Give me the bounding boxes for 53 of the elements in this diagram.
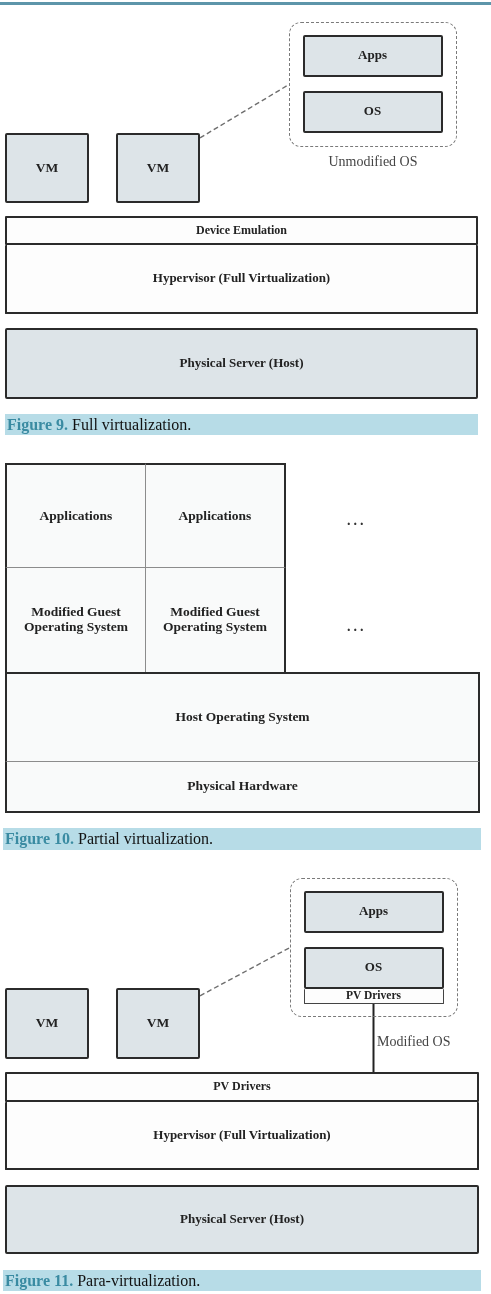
dashed-line [199, 946, 291, 997]
figure-caption: Figure 11. Para-virtualization. [3, 1270, 481, 1291]
ellipsis: ... [347, 513, 367, 529]
ellipsis: ... [347, 619, 367, 635]
box-label: VM [35, 1016, 59, 1031]
stack-layer [5, 568, 146, 672]
component-box [302, 34, 443, 77]
box-label: VM [146, 160, 170, 176]
box-label: Modified Guest Operating System [23, 605, 129, 635]
stack-layer [5, 463, 146, 568]
box-label: Physical Hardware [187, 779, 298, 794]
box-label: Host Operating System [175, 710, 310, 725]
box-label: Device Emulation [196, 223, 287, 238]
box-label: Applications [39, 508, 113, 524]
stack-layer [5, 762, 480, 813]
component-box [303, 890, 444, 933]
box-label: Physical Server (Host) [179, 356, 304, 371]
stack-layer [5, 672, 480, 762]
vm-box [5, 988, 89, 1059]
layer-box [5, 1102, 479, 1170]
box-label: OS [364, 960, 383, 975]
component-box [303, 946, 444, 989]
dashed-group-outline [289, 22, 457, 147]
box-label: VM [146, 1016, 170, 1031]
layer-box [5, 1072, 479, 1102]
box-label: Hypervisor (Full Virtualization) [152, 271, 331, 286]
box-label: Physical Server (Host) [180, 1212, 304, 1227]
box-label: Apps [359, 904, 388, 919]
box-label: OS [363, 104, 382, 119]
box-label: PV Drivers [345, 989, 401, 1002]
box-label: Modified Guest Operating System [162, 605, 268, 635]
dashed-line [199, 83, 290, 139]
figure-caption: Figure 10. Partial virtualization. [3, 828, 481, 850]
layer-box [5, 216, 478, 245]
figure-caption: Figure 9. Full virtualization. [5, 414, 478, 435]
box-label: Apps [358, 48, 387, 63]
box-label: Hypervisor (Full Virtualization) [153, 1127, 331, 1143]
layer-box [5, 1185, 479, 1254]
group-caption: Unmodified OS [328, 153, 418, 170]
stack-layer [146, 463, 286, 568]
layer-box [5, 245, 478, 314]
box-label: Applications [178, 508, 252, 524]
component-box [302, 90, 443, 133]
stack-layer [146, 568, 286, 672]
box-label: PV Drivers [213, 1080, 271, 1094]
vm-box [5, 133, 89, 203]
connector-line [372, 1002, 375, 1073]
box-label: VM [35, 160, 59, 176]
vm-box [116, 133, 200, 203]
layer-box [5, 328, 478, 399]
dashed-group-outline [290, 878, 458, 1017]
group-caption: Modified OS [377, 1033, 451, 1050]
vm-box [116, 988, 200, 1059]
